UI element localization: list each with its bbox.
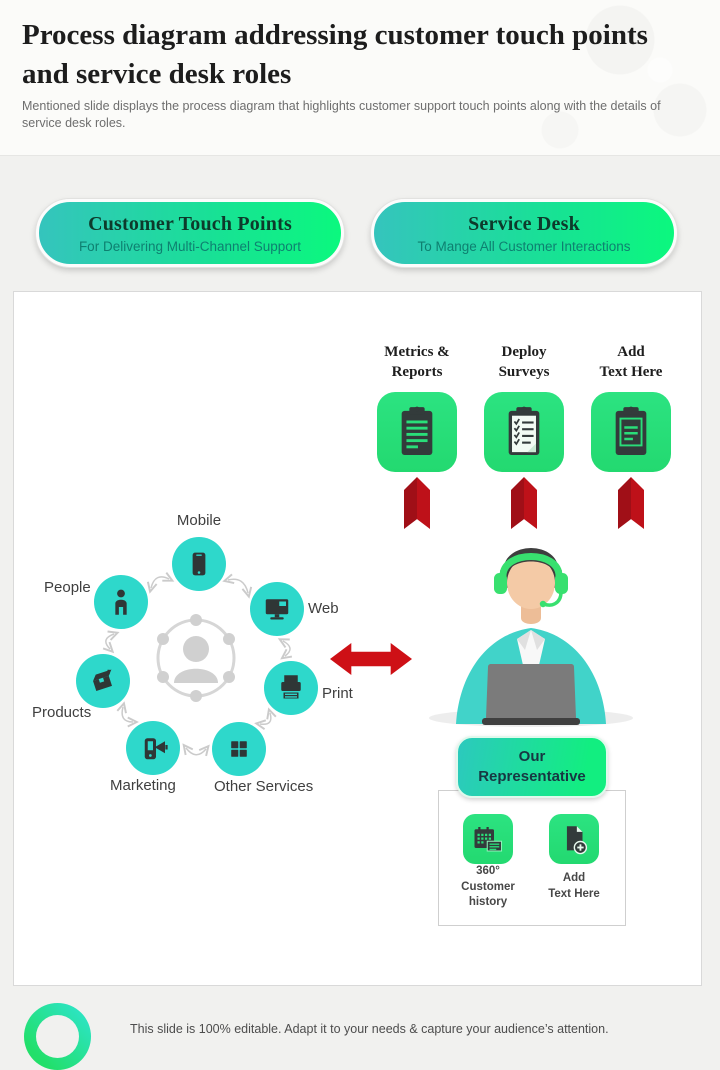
- grid-icon: [231, 741, 247, 757]
- touchpoint-label: Other Services: [214, 778, 314, 795]
- ribbon-marker: [511, 477, 537, 529]
- column-header-add-text: Add Text Here: [599, 344, 663, 380]
- clipboard-notes-icon: [615, 406, 647, 455]
- column-header-metrics: Metrics & Reports: [384, 344, 450, 380]
- service-desk-pill[interactable]: Service Desk To Mange All Customer Inter…: [371, 199, 677, 267]
- touchpoint-marketing[interactable]: [126, 721, 180, 775]
- deploy-surveys-tile[interactable]: [484, 392, 564, 472]
- pill-subtitle: For Delivering Multi-Channel Support: [78, 238, 302, 254]
- page-subtitle: Mentioned slide displays the process dia…: [22, 99, 661, 131]
- touchpoint-label: Print: [322, 685, 353, 702]
- clipboard-report-icon: [401, 406, 433, 455]
- touchpoint-label: Web: [308, 600, 339, 617]
- mobile-megaphone-icon: [144, 738, 168, 760]
- clipboard-checklist-icon: [508, 406, 540, 455]
- touchpoint-label: Products: [32, 704, 92, 721]
- smartphone-icon: [192, 552, 206, 576]
- our-representative-button[interactable]: Our Representative: [456, 736, 608, 798]
- desktop-monitor-icon: [265, 599, 289, 620]
- touchpoint-people[interactable]: [94, 575, 148, 629]
- touchpoint-label: Marketing: [110, 777, 176, 794]
- diagram-panel: Metrics & Reports Deploy Surveys Add Tex…: [13, 291, 702, 986]
- add-text-tile[interactable]: [591, 392, 671, 472]
- touchpoint-web[interactable]: [250, 582, 304, 636]
- decorative-ring-icon: [24, 1003, 91, 1070]
- person-icon: [115, 589, 127, 615]
- product-box-icon: [93, 669, 112, 691]
- touchpoint-mobile[interactable]: [172, 537, 226, 591]
- customer-touch-points-pill[interactable]: Customer Touch Points For Delivering Mul…: [36, 199, 344, 267]
- calendar-history-icon: [474, 827, 503, 852]
- pill-subtitle: To Mange All Customer Interactions: [417, 238, 631, 254]
- customer-network-icon: [156, 614, 236, 702]
- touchpoint-print[interactable]: [264, 661, 318, 715]
- printer-icon: [281, 675, 301, 699]
- pill-title: Service Desk: [468, 212, 580, 235]
- page-title: Process diagram addressing customer touc…: [22, 19, 648, 90]
- ribbon-marker: [404, 477, 430, 529]
- metrics-reports-tile[interactable]: [377, 392, 457, 472]
- touchpoint-other-services[interactable]: [212, 722, 266, 776]
- editable-note: This slide is 100% editable. Adapt it to…: [130, 1022, 609, 1036]
- title-band: Process diagram addressing customer touc…: [0, 0, 720, 156]
- touchpoint-label: Mobile: [176, 512, 222, 529]
- pill-title: Customer Touch Points: [88, 212, 292, 235]
- add-text-label: Add Text Here: [548, 872, 600, 900]
- representative-illustration: [429, 548, 633, 727]
- touchpoint-label: People: [44, 579, 91, 596]
- touchpoint-products[interactable]: [76, 654, 130, 708]
- ribbon-marker: [618, 477, 644, 529]
- customer-history-tile[interactable]: [463, 814, 513, 864]
- column-header-surveys: Deploy Surveys: [498, 344, 550, 380]
- customer-history-label: 360° Customer history: [461, 865, 515, 909]
- add-text-mini-tile[interactable]: [549, 814, 599, 864]
- touchpoint-connector-arrows: [102, 572, 293, 757]
- document-add-icon: [566, 826, 588, 855]
